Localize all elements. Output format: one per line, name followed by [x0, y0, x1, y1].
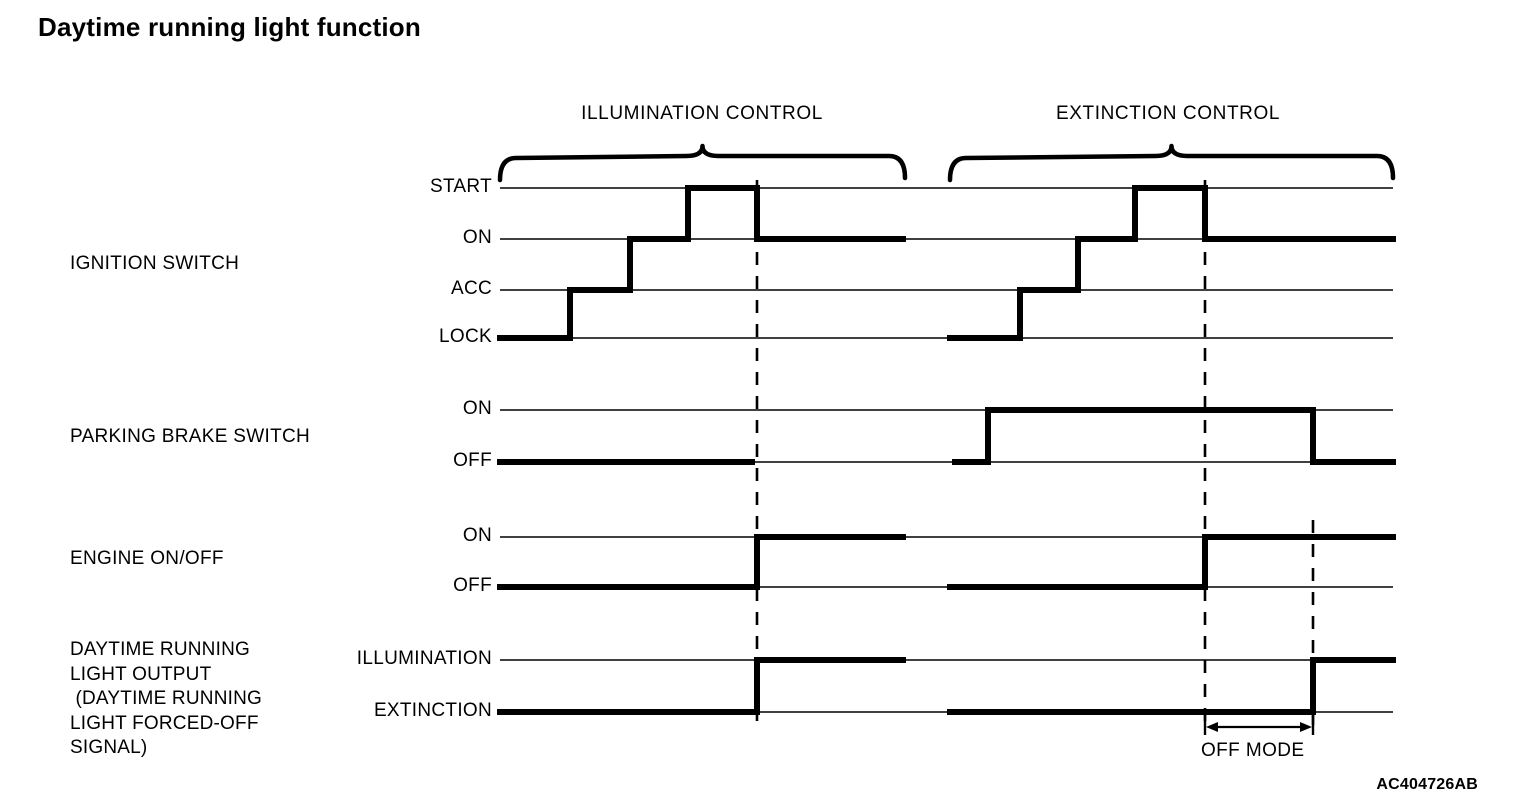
level-label-extinction: EXTINCTION	[373, 700, 492, 721]
off-mode-label: OFF MODE	[1201, 740, 1305, 761]
group-braces	[497, 143, 1396, 183]
signal-name-parking-brake-switch: PARKING BRAKE SWITCH	[70, 426, 311, 447]
level-label-start: START	[429, 176, 492, 197]
signal-name-ignition-switch: IGNITION SWITCH	[70, 253, 240, 274]
reference-code: AC404726AB	[1376, 776, 1478, 793]
dashed-markers	[755, 180, 1315, 730]
group-title-extinction-control: EXTINCTION CONTROL	[1055, 103, 1281, 124]
signal-waveforms	[497, 185, 1396, 715]
level-label-off-parking-brake: OFF	[453, 450, 492, 471]
level-label-on-ignition: ON	[462, 227, 492, 248]
level-label-lock: LOCK	[439, 326, 492, 347]
group-title-illumination-control: ILLUMINATION CONTROL	[581, 103, 823, 124]
page-title: Daytime running light function	[38, 12, 421, 42]
level-label-on-parking-brake: ON	[462, 398, 492, 419]
off-mode-arrow	[1203, 715, 1315, 735]
level-label-acc: ACC	[450, 278, 492, 299]
level-label-illumination: ILLUMINATION	[356, 648, 492, 669]
level-label-off-engine: OFF	[453, 575, 492, 596]
signal-baselines	[500, 187, 1393, 713]
signal-name-daytime-running-light-output: DAYTIME RUNNING LIGHT OUTPUT (DAYTIME RU…	[70, 639, 262, 758]
signal-name-engine-on-off: ENGINE ON/OFF	[70, 548, 224, 569]
level-label-on-engine: ON	[462, 525, 492, 546]
